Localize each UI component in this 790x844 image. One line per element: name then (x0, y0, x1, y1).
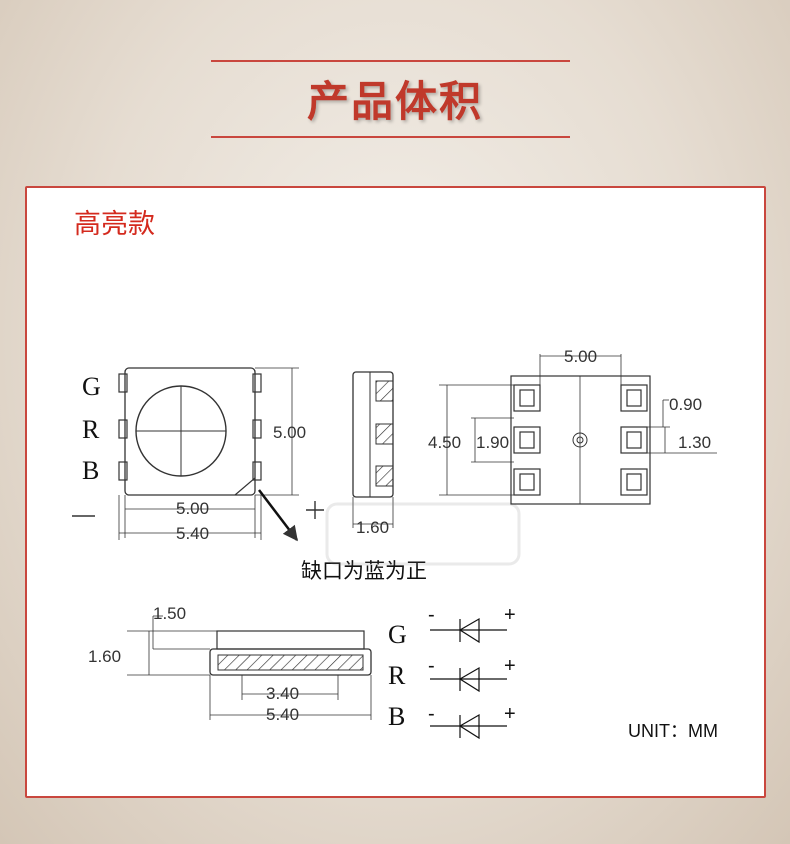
pin-label-b: B (82, 456, 99, 485)
footprint-pitch-dim: 1.90 (476, 433, 509, 452)
top-view-leads (118, 373, 262, 481)
unit-label: UNIT：MM (628, 721, 718, 741)
profile-view: 1.50 1.60 3.40 5.40 (88, 604, 372, 724)
watermark (325, 502, 521, 566)
minus-sign: - (428, 604, 435, 626)
top-view-pin-labels: G R B (82, 372, 101, 485)
footprint-outline (510, 375, 651, 505)
pin-label-g: G (82, 372, 101, 401)
package-body-top (124, 367, 256, 496)
footprint-view: 5.00 4.50 1.90 0.90 1.30 (428, 347, 717, 505)
footprint-top-dim: 5.00 (564, 347, 597, 366)
channel-label-r: R (388, 661, 406, 690)
top-inner-width-dim: 5.00 (176, 499, 209, 518)
notch-arrow (258, 489, 298, 542)
header-bottom-rule (211, 136, 570, 138)
minus-sign: - (428, 655, 435, 677)
channel-label-b: B (388, 702, 405, 731)
plus-sign: + (504, 703, 516, 725)
pin-label-r: R (82, 415, 100, 444)
notch-note: 缺口为蓝为正 (301, 559, 427, 583)
profile-lens (216, 630, 365, 650)
profile-top-dim: 1.50 (153, 604, 186, 623)
footprint-height-dim: 4.50 (428, 433, 461, 452)
dimension-drawing: G R B 5.00 (72, 347, 718, 741)
profile-inner-dim: 3.40 (266, 684, 299, 703)
plus-sign: + (504, 655, 516, 677)
schematic: G R B - - - + + + (388, 604, 516, 740)
footprint-pad-width-dim: 0.90 (669, 395, 702, 414)
channel-label-g: G (388, 620, 407, 649)
profile-body (209, 648, 372, 676)
minus-sign: - (428, 703, 435, 725)
dimension-panel: 高亮款 G R B (25, 186, 766, 798)
top-outer-width-dim: 5.40 (176, 524, 209, 543)
top-view: G R B 5.00 (72, 367, 427, 583)
notch-corner (234, 477, 256, 496)
plus-sign: + (504, 604, 516, 626)
footprint-pad-height-dim: 1.30 (678, 433, 711, 452)
variant-label: 高亮款 (74, 209, 155, 240)
header-top-rule (211, 60, 570, 62)
side-view: 1.60 (352, 371, 394, 537)
page-title: 产品体积 (306, 77, 483, 126)
diode-symbols (430, 617, 507, 740)
side-width-dim: 1.60 (356, 518, 389, 537)
profile-outer-dim: 5.40 (266, 705, 299, 724)
footprint-pads (513, 384, 648, 496)
top-height-dim: 5.00 (273, 423, 306, 442)
profile-height-dim: 1.60 (88, 647, 121, 666)
